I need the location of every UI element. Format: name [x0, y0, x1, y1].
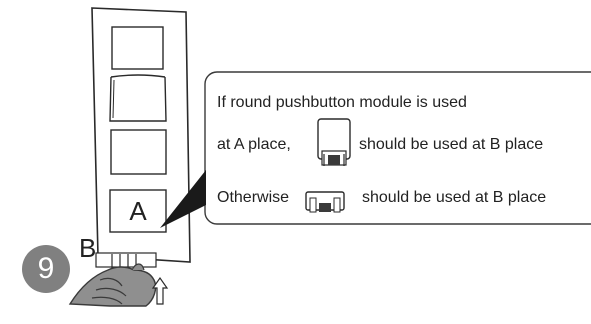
callout-line-2-prefix: at A place,: [217, 136, 291, 153]
push-up-arrow-icon: [151, 276, 169, 305]
slot-a-label: A: [129, 196, 147, 226]
module-slot-2: [109, 74, 167, 122]
callout-line-3-suffix: should be used at B place: [362, 189, 547, 206]
module-slot-a: [109, 189, 167, 233]
callout-line-2-suffix: should be used at B place: [359, 136, 544, 153]
flat-module-icon: [305, 191, 345, 213]
module-slot-3: [110, 129, 167, 175]
callout-line-3-prefix: Otherwise: [217, 189, 290, 206]
step-circle: [22, 245, 70, 293]
callout-pointer: [160, 170, 206, 228]
callout-box: [204, 71, 591, 225]
module-slot-1: [111, 26, 164, 70]
hand-icon: [68, 263, 157, 307]
tall-module-icon: [317, 118, 351, 166]
slot-b-label: B: [79, 233, 97, 263]
step-number: 9: [37, 252, 55, 285]
callout-line-1: If round pushbutton module is used: [217, 94, 467, 111]
module-b-insert: [95, 252, 157, 278]
